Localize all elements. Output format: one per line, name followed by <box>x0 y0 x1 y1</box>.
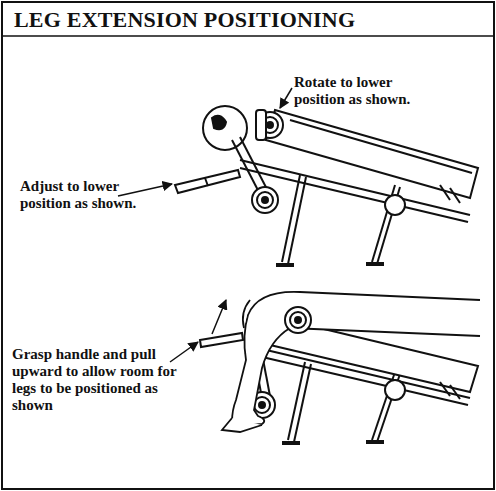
callout-note: Rotate to lower position as shown. <box>294 74 444 108</box>
callout-note: Grasp handle and pull upward to allow ro… <box>12 346 180 414</box>
title-rule <box>2 35 494 37</box>
bench-top <box>175 106 478 265</box>
user-legs <box>222 292 480 432</box>
diagram-title: LEG EXTENSION POSITIONING <box>14 7 355 33</box>
callout-note: Adjust to lower position as shown. <box>20 178 148 212</box>
upper-roller-bottom <box>285 307 311 333</box>
leader-lines <box>118 88 292 362</box>
